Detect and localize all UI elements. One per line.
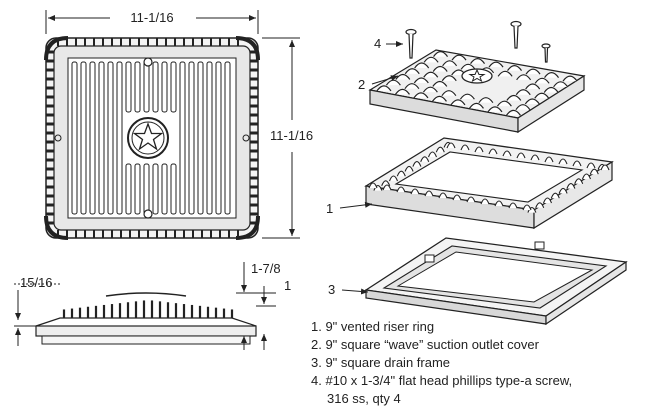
legend-item-4-continuation: 316 ss, qty 4	[327, 391, 401, 406]
screw-hole	[143, 57, 153, 67]
legend-item-1: 1. 9" vented riser ring	[311, 319, 435, 334]
callout-2: 2	[358, 77, 365, 92]
top-view-slots	[71, 61, 231, 215]
callout-3: 3	[328, 282, 335, 297]
top-width-dimension	[45, 10, 259, 34]
legend-item-3: 3. 9" square drain frame	[311, 355, 451, 370]
screw-hole	[143, 209, 153, 219]
side-height-label: 11-1/16	[270, 128, 313, 143]
riser-ring-vents	[368, 141, 610, 213]
top-view-edge-ribs	[46, 38, 258, 238]
callout-1: 1	[326, 201, 333, 216]
side-height-dimension	[262, 37, 300, 239]
side-view-fins	[62, 300, 234, 318]
callout-4: 4	[374, 36, 381, 51]
top-view	[44, 36, 260, 240]
square-drain-frame	[364, 237, 628, 326]
screw-3	[541, 43, 551, 63]
side-view-top-right-label: 1-7/8	[251, 261, 281, 276]
legend-item-4-text: 4. #10 x 1-3/4" flat head phillips type-…	[311, 373, 573, 388]
side-view-dimensions	[14, 262, 276, 350]
callout-leaders	[339, 41, 403, 295]
side-view-right-label: 1	[284, 278, 291, 293]
screw-1	[405, 28, 417, 59]
legend-item-4: 4. #10 x 1-3/4" flat head phillips type-…	[311, 372, 572, 408]
vented-riser-ring	[364, 137, 614, 230]
screw-2	[510, 20, 522, 49]
legend-item-2: 2. 9" square “wave” suction outlet cover	[311, 337, 539, 352]
side-view	[35, 292, 257, 345]
screws	[405, 20, 551, 63]
side-view-left-label: 15/16	[20, 275, 53, 290]
parts-legend: 1. 9" vented riser ring 2. 9" square “wa…	[311, 318, 572, 408]
suction-outlet-cover	[368, 49, 586, 134]
top-width-label: 11-1/16	[130, 10, 173, 25]
